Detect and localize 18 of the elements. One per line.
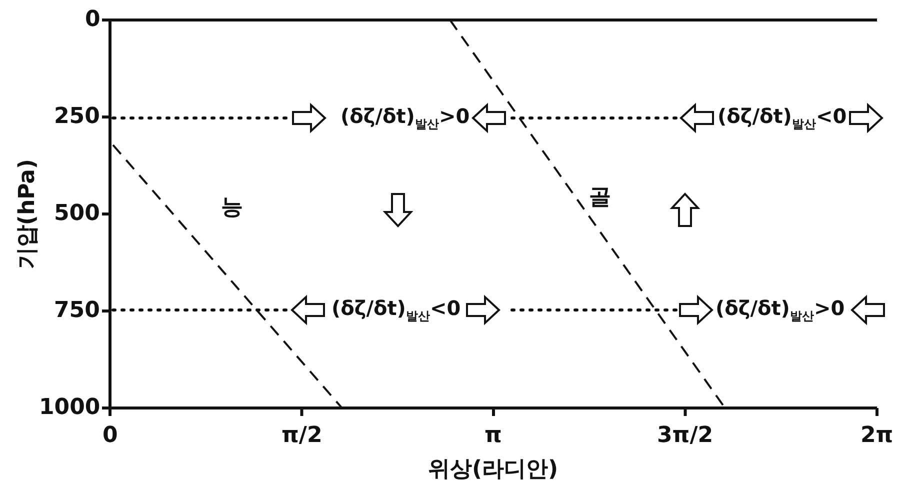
axis-tick-label: π <box>484 425 502 447</box>
formula-text: (δζ/δt)$_{발산}$<0 <box>332 298 461 322</box>
trough-label: 골 <box>589 187 611 209</box>
formula-text: (δζ/δt)$_{발산}$>0 <box>716 298 845 322</box>
axis-title: 기압(hPa) <box>17 158 40 270</box>
ridge-label: 능 <box>221 197 243 219</box>
axis-tick-label: 250 <box>54 106 100 128</box>
axis-tick-label: π/2 <box>282 425 322 447</box>
axis-tick-label: 500 <box>54 203 100 225</box>
axis-tick-label: 0 <box>85 9 100 31</box>
formula-text: (δζ/δt)$_{발산}$<0 <box>718 106 847 130</box>
axis-tick-label: 1000 <box>39 397 100 419</box>
axis-tick-label: 0 <box>102 425 118 447</box>
axis-title: 위상(라디안) <box>428 459 558 481</box>
axis-tick-label: 3π/2 <box>657 425 714 447</box>
axis-tick-label: 750 <box>54 300 100 322</box>
formula-text: (δζ/δt)$_{발산}$>0 <box>340 106 470 130</box>
axis-tick-label: 2π <box>860 425 894 447</box>
